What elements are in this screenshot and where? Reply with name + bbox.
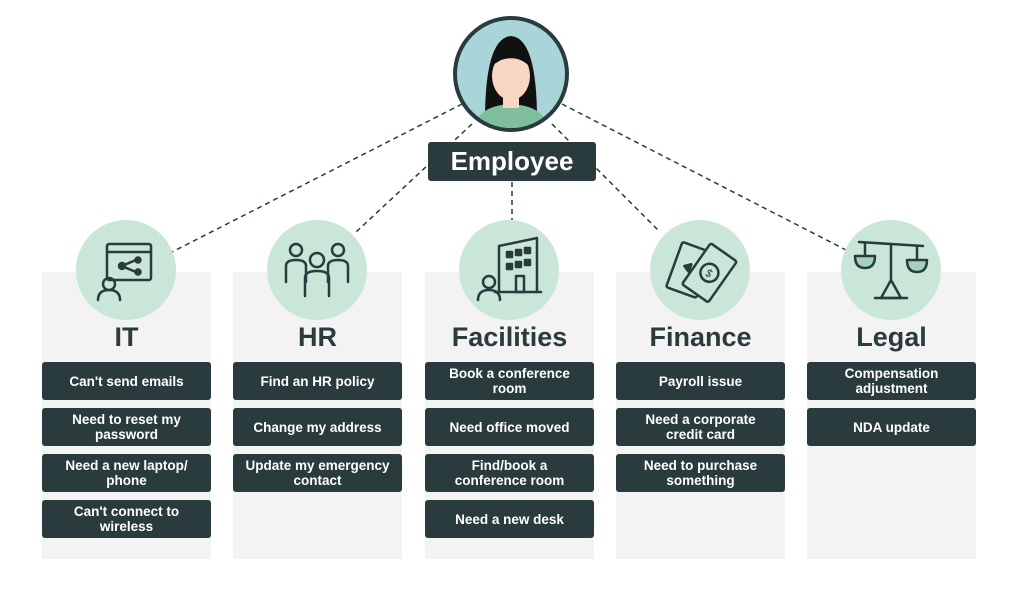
request-card[interactable]: Compensation adjustment — [807, 362, 976, 400]
request-card[interactable]: Find an HR policy — [233, 362, 402, 400]
department-column-facilities: Facilities Book a conference room Need o… — [425, 220, 594, 559]
request-card[interactable]: Payroll issue — [616, 362, 785, 400]
employee-label: Employee — [428, 142, 596, 181]
computer-user-icon — [96, 242, 153, 302]
finance-icon-circle: $ — [650, 220, 750, 320]
request-card[interactable]: Book a conference room — [425, 362, 594, 400]
request-card[interactable]: Need to purchase something — [616, 454, 785, 492]
connector-finance — [551, 123, 661, 233]
department-title: Legal — [856, 322, 927, 352]
people-group-icon — [284, 242, 350, 298]
request-card[interactable]: NDA update — [807, 408, 976, 446]
legal-icon-circle — [841, 220, 941, 320]
request-card[interactable]: Can't send emails — [42, 362, 211, 400]
department-column-finance: $ Finance Payroll issue Need a corporate… — [616, 220, 785, 559]
request-card[interactable]: Need office moved — [425, 408, 594, 446]
department-column-legal: Legal Compensation adjustment NDA update — [807, 220, 976, 559]
request-card[interactable]: Need a corporate credit card — [616, 408, 785, 446]
department-title: Facilities — [451, 322, 568, 352]
request-card[interactable]: Change my address — [233, 408, 402, 446]
request-card[interactable]: Update my emergency contact — [233, 454, 402, 492]
scales-icon — [853, 240, 929, 300]
department-title: Finance — [649, 322, 752, 352]
connector-it — [171, 103, 463, 253]
request-card[interactable]: Can't connect to wireless — [42, 500, 211, 538]
department-column-it: IT Can't send emails Need to reset my pa… — [42, 220, 211, 559]
request-card[interactable]: Find/book a conference room — [425, 454, 594, 492]
hr-icon-circle — [267, 220, 367, 320]
request-card[interactable]: Need a new desk — [425, 500, 594, 538]
employee-avatar — [453, 16, 569, 132]
request-card[interactable]: Need to reset my password — [42, 408, 211, 446]
woman-avatar-icon — [457, 20, 565, 128]
department-title: HR — [298, 322, 337, 352]
request-card[interactable]: Need a new laptop/ phone — [42, 454, 211, 492]
facilities-icon-circle — [459, 220, 559, 320]
department-column-hr: HR Find an HR policy Change my address U… — [233, 220, 402, 559]
department-title: IT — [114, 322, 139, 352]
it-icon-circle — [76, 220, 176, 320]
money-bills-icon: $ — [665, 241, 738, 303]
building-user-icon — [476, 236, 543, 302]
